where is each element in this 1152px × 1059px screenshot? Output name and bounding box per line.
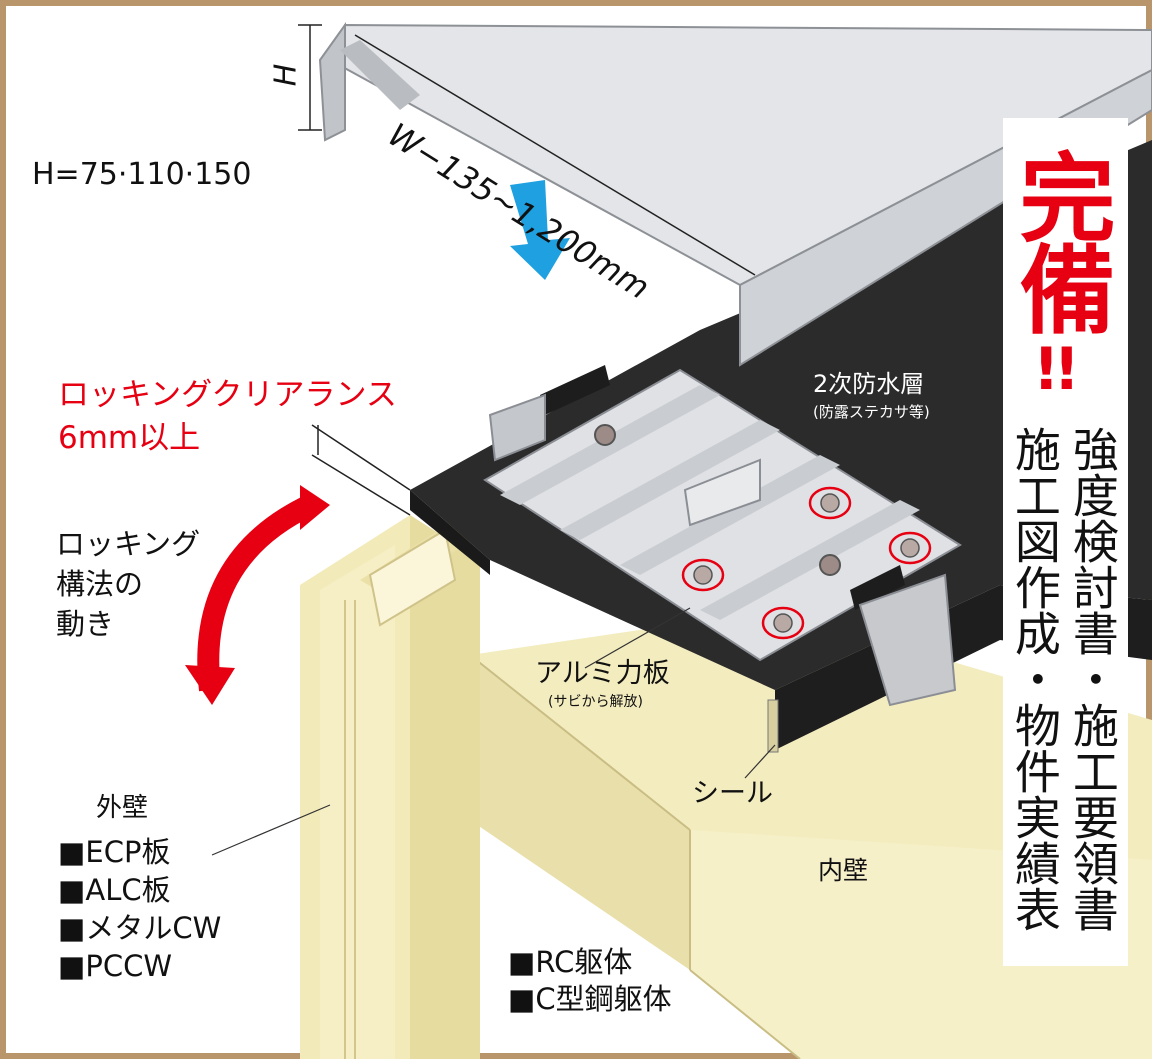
exterior-wall-heading: 外壁 <box>96 793 149 823</box>
exterior-wall-item: ■PCCW <box>58 949 173 983</box>
fastener-highlight <box>681 558 725 592</box>
motion-label-line2: 構法の <box>56 567 144 601</box>
motion-label-line3: 動き <box>56 607 115 641</box>
exterior-wall-item: ■ALC板 <box>58 873 171 907</box>
rocking-motion-arrow <box>197 495 315 692</box>
badge-column-right: 強度検討書・施工要領書 <box>1065 426 1120 932</box>
height-label: H <box>268 63 304 87</box>
feature-badge: 完備 !! 強度検討書・施工要領書 施工図作成・物件実績表 <box>1003 118 1128 966</box>
seal-strip <box>767 699 779 753</box>
exterior-wall-item: ■ECP板 <box>58 835 171 869</box>
aluminum-plate-note: (サビから解放) <box>548 694 643 710</box>
interior-wall-label: 内壁 <box>818 856 869 885</box>
secondary-waterproof-label: 2次防水層 <box>813 370 925 398</box>
aluminum-plate-label: アルミ力板 <box>535 658 670 689</box>
badge-column-left: 施工図作成・物件実績表 <box>1007 426 1062 932</box>
insert-direction-arrow <box>510 180 570 280</box>
motion-label-line1: ロッキング <box>56 527 201 561</box>
secondary-waterproof-note: (防露ステカサ等) <box>813 403 930 421</box>
fastener-highlight <box>888 531 932 565</box>
fastener-highlight <box>761 606 805 640</box>
exterior-wall-item: ■メタルCW <box>58 911 222 945</box>
badge-headline: 完備 <box>1003 148 1115 332</box>
structure-item: ■C型鋼躯体 <box>508 982 672 1016</box>
exterior-wall-panel <box>300 515 480 1059</box>
badge-exclaim: !! <box>1033 335 1080 403</box>
seal-label: シール <box>692 778 773 809</box>
structure-item: ■RC躯体 <box>508 945 633 979</box>
clearance-label-line2: 6mm以上 <box>58 420 201 456</box>
fastener-highlight <box>808 486 852 520</box>
leader-lines <box>211 607 776 856</box>
clearance-label-line1: ロッキングクリアランス <box>58 377 397 413</box>
height-values: H=75·110·150 <box>32 157 252 192</box>
aluminum-rail-plate <box>483 365 962 707</box>
dimension-lines <box>298 24 756 516</box>
